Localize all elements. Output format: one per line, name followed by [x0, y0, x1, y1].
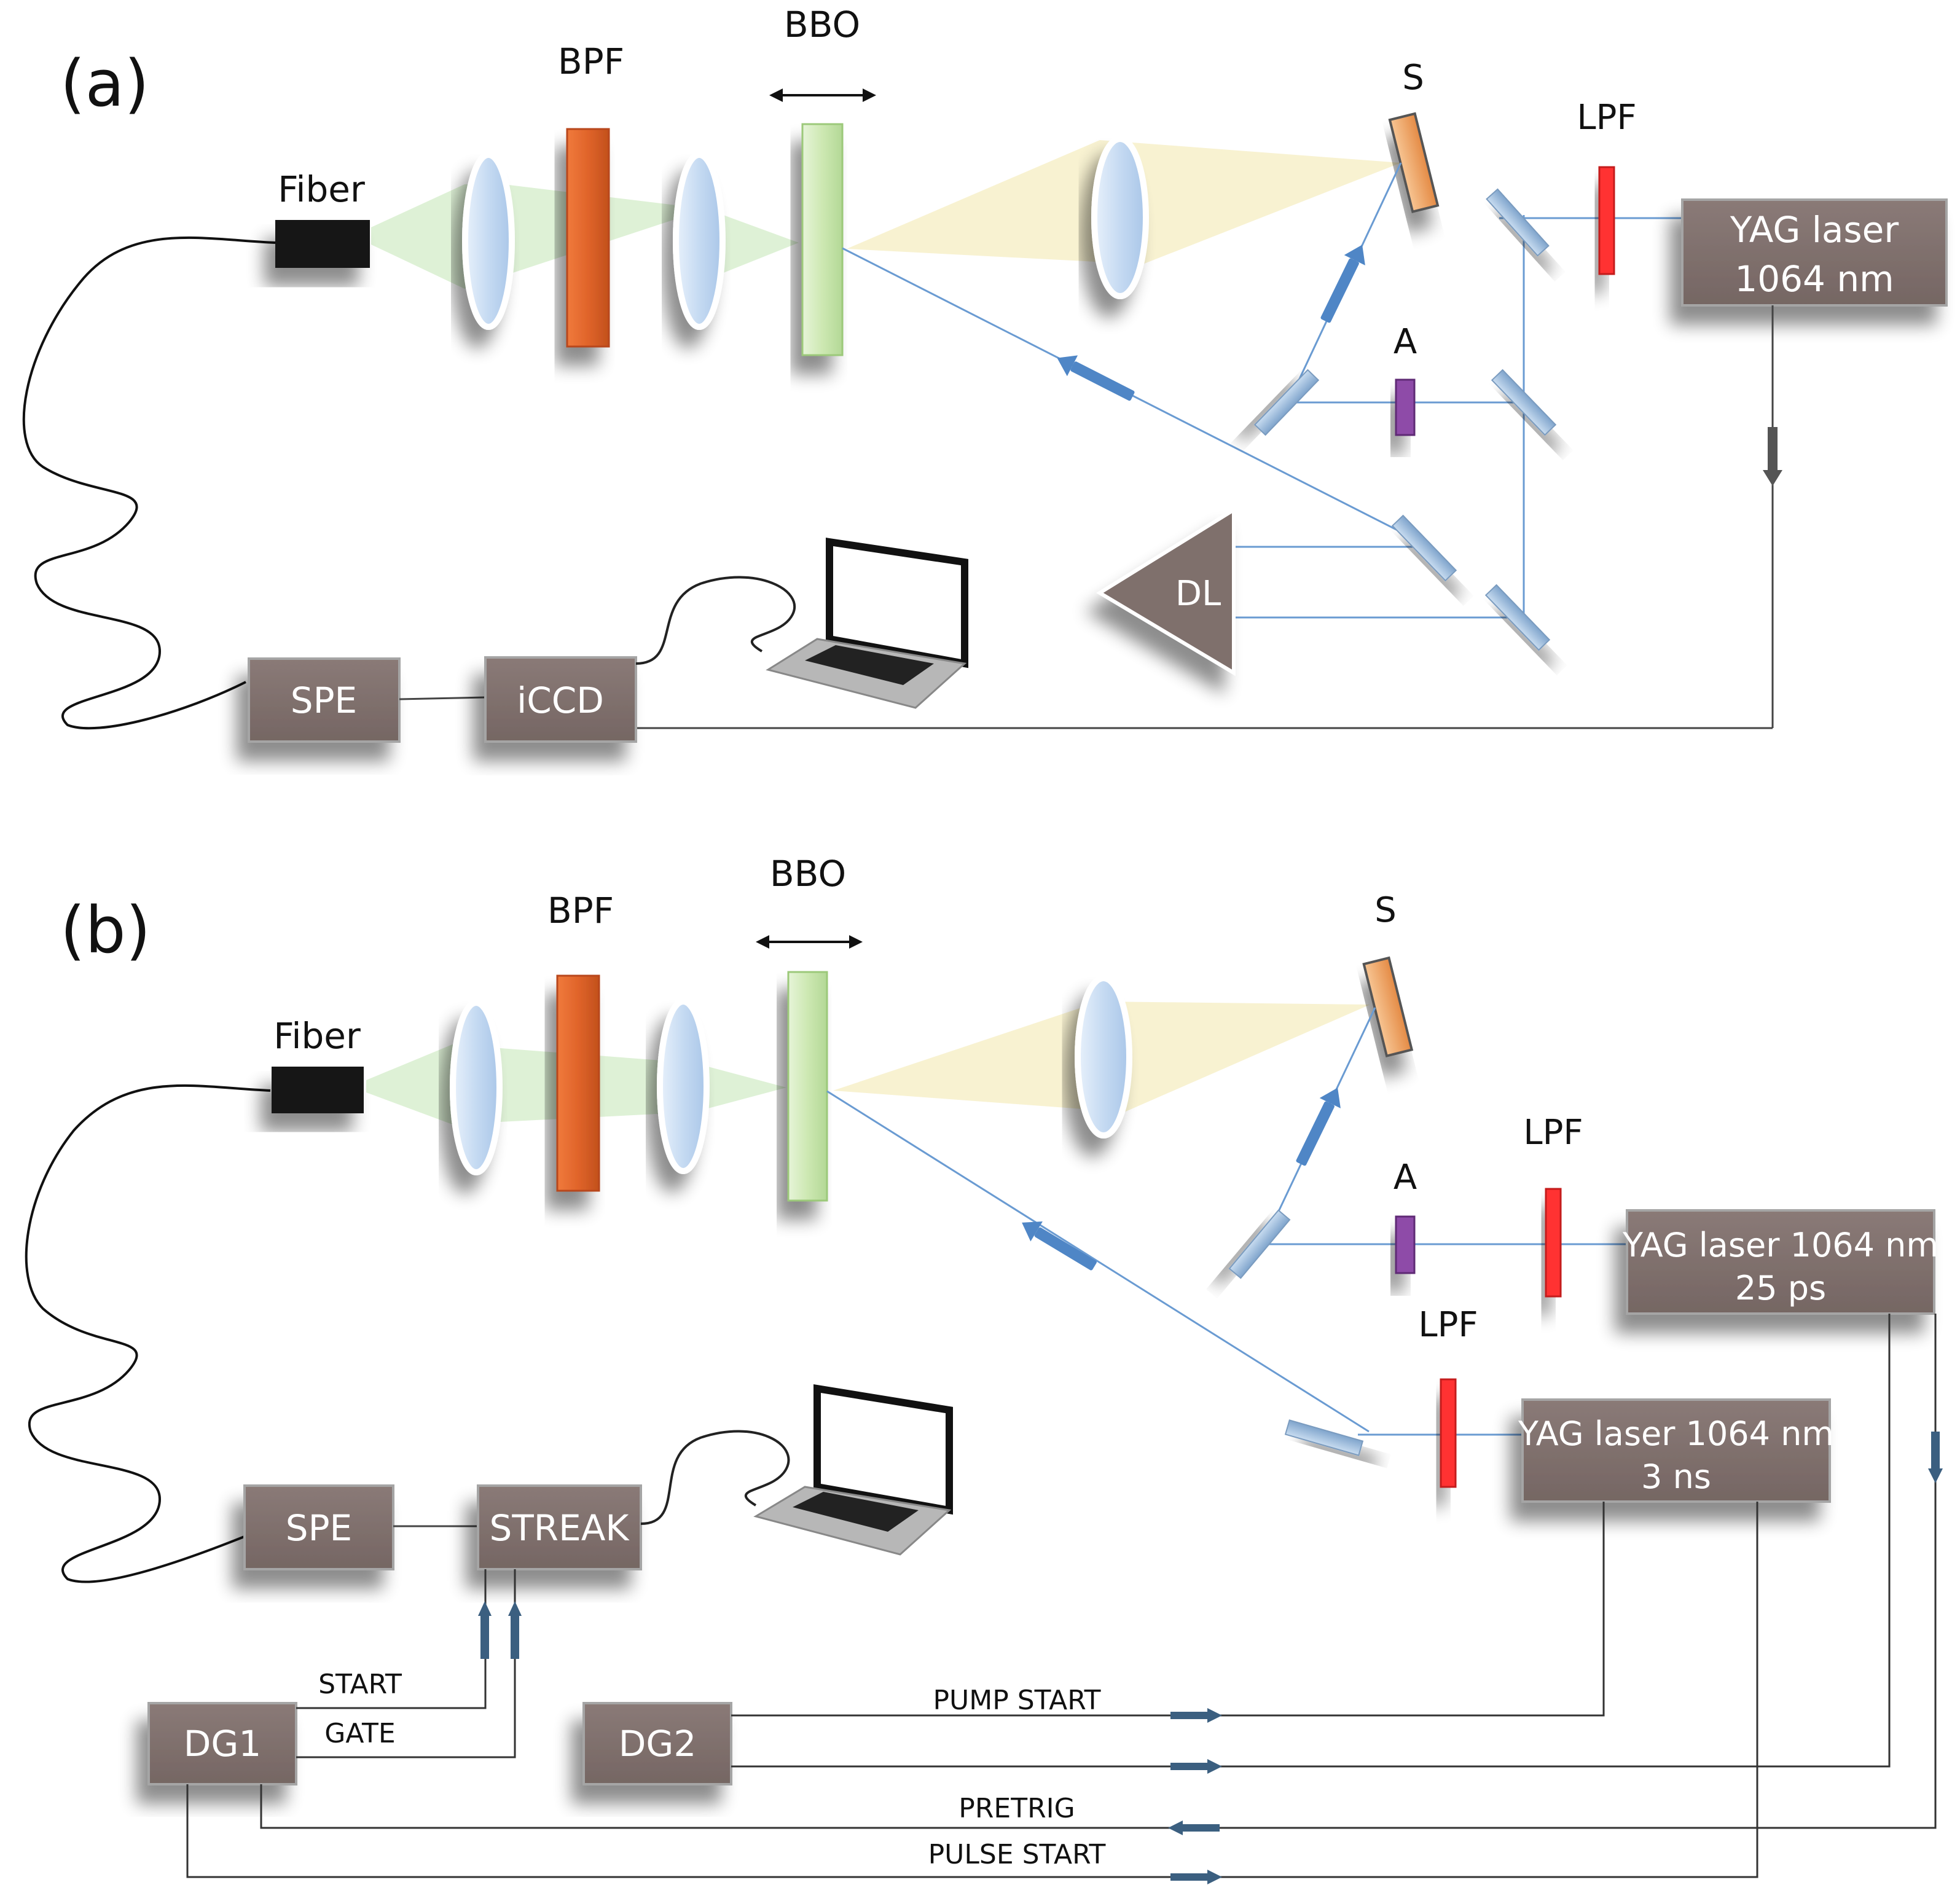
lens-3-b [1075, 975, 1132, 1139]
sample-label-b: S [1374, 890, 1397, 930]
laser-label-line2: 1064 nm [1735, 258, 1894, 300]
laptop-a [766, 538, 968, 709]
lens-3 [1091, 136, 1149, 299]
signal-wires [186, 1314, 1937, 1878]
dg1-box [147, 1702, 297, 1785]
signal-gate-label: GATE [324, 1718, 395, 1749]
longpass-filter-top-b [1545, 1188, 1562, 1298]
beam-arrow-to-bbo [1057, 355, 1135, 401]
mirrors-b [1228, 1209, 1364, 1456]
sample-label: S [1402, 58, 1424, 98]
optical-fiber [22, 236, 276, 730]
lpf-bottom-label-b: LPF [1418, 1305, 1478, 1345]
delay-line-label: DL [1175, 574, 1221, 614]
spe-label-b: SPE [286, 1507, 352, 1549]
streak-box [477, 1484, 642, 1570]
dg2-box [582, 1702, 732, 1785]
attenuator [1395, 378, 1416, 436]
panel-a-label: (a) [60, 46, 149, 121]
optical-fiber-b [25, 1084, 271, 1583]
lens-2-b [657, 998, 710, 1174]
fiber-label: Fiber [278, 168, 365, 210]
spe-iccd-link [399, 696, 486, 700]
lpf-label: LPF [1577, 98, 1636, 138]
dg1-label: DG1 [184, 1723, 262, 1765]
attenuator-label-b: A [1394, 1158, 1417, 1197]
signal-pump-start-label: PUMP START [933, 1685, 1101, 1716]
bpf-label-b: BPF [547, 890, 614, 931]
dg2-label: DG2 [619, 1723, 697, 1765]
mirrors-a [1253, 188, 1557, 651]
bbo-label-b: BBO [770, 853, 846, 895]
beam-arrow-to-bbo-b [1022, 1221, 1097, 1271]
iccd-box [484, 656, 637, 743]
streak-label: STREAK [490, 1507, 630, 1549]
lpf-top-label-b: LPF [1523, 1113, 1583, 1153]
longpass-filter [1598, 166, 1615, 275]
signal-start-label: START [318, 1669, 402, 1700]
bandpass-filter [566, 128, 610, 348]
bbo-label: BBO [784, 4, 860, 45]
signal-arrows [478, 1432, 1943, 1884]
lens-1 [462, 152, 515, 330]
bandpass-filter-b [556, 974, 600, 1192]
laser-ns-label-line1: YAG laser 1064 nm [1518, 1414, 1834, 1453]
spe-label-a: SPE [291, 680, 357, 721]
laser-label-line1: YAG laser [1730, 209, 1899, 251]
attenuator-b [1395, 1215, 1416, 1274]
signal-pretrig-label: PRETRIG [958, 1793, 1075, 1824]
spe-box-a [248, 657, 401, 743]
trigger-arrow-a [1768, 427, 1778, 470]
laptop-cable-a [635, 576, 796, 665]
signal-pulse-start-label: PULSE START [928, 1839, 1106, 1870]
lens-2 [673, 152, 726, 330]
lens-1-b [450, 1000, 503, 1175]
panel-b: (b) Fiber BPF BBO S [25, 853, 1943, 1884]
bbo-crystal-b [787, 971, 828, 1202]
fiber-connector-b [272, 1067, 364, 1113]
sample [1388, 112, 1440, 213]
laser-ns-label-line2: 3 ns [1641, 1457, 1711, 1496]
fiber-label-b: Fiber [273, 1015, 361, 1057]
sample-b [1362, 956, 1414, 1058]
delay-line [1096, 506, 1236, 676]
panel-a: (a) Fiber BPF BBO S [22, 4, 1948, 743]
beam-arrow-to-sample [1320, 245, 1365, 323]
panel-b-label: (b) [60, 893, 151, 968]
laser-ps-label-line1: YAG laser 1064 nm [1622, 1226, 1938, 1264]
laptop-b [753, 1384, 953, 1556]
beam-arrow-to-sample-b [1296, 1088, 1341, 1166]
bbo-crystal [801, 123, 844, 356]
yag-laser-ns-box [1521, 1398, 1831, 1503]
yag-laser-box [1681, 198, 1948, 307]
laser-ps-label-line2: 25 ps [1735, 1269, 1826, 1307]
attenuator-label: A [1394, 322, 1417, 362]
fiber-connector [275, 220, 370, 268]
spe-box-b [243, 1484, 394, 1570]
iccd-label: iCCD [517, 680, 604, 721]
laptop-cable-b [640, 1430, 790, 1525]
bpf-label: BPF [558, 41, 624, 82]
longpass-filter-bottom-b [1440, 1378, 1457, 1488]
yag-laser-ps-box [1626, 1209, 1935, 1315]
